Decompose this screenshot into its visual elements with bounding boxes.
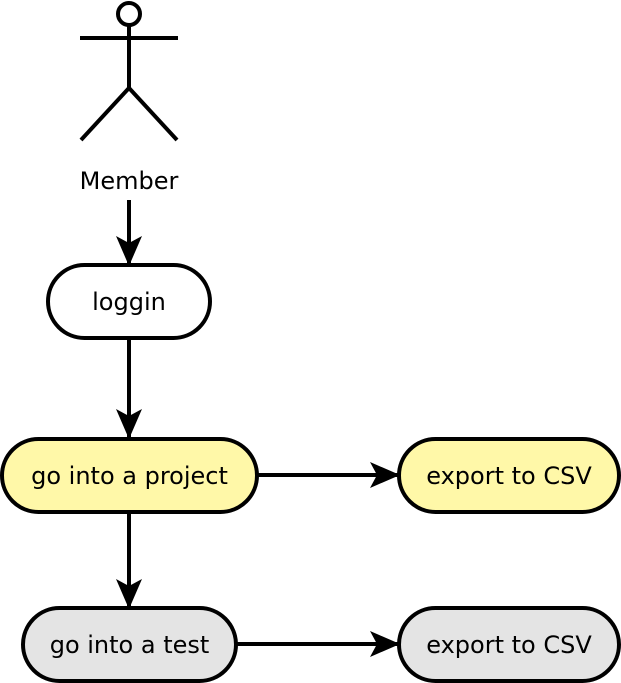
member-actor: Member xyxy=(79,1,179,195)
actor-label: Member xyxy=(80,167,179,195)
node-label: export to CSV xyxy=(426,631,592,659)
stick-figure-icon xyxy=(79,1,179,142)
node-go-into-test: go into a test xyxy=(21,606,238,683)
node-loggin: loggin xyxy=(46,263,212,340)
node-test-export-csv: export to CSV xyxy=(397,606,621,683)
node-label: go into a test xyxy=(50,631,210,659)
node-label: export to CSV xyxy=(426,462,592,490)
node-go-into-project: go into a project xyxy=(0,437,259,514)
node-project-export-csv: export to CSV xyxy=(397,437,621,514)
node-label: loggin xyxy=(92,288,166,316)
node-label: go into a project xyxy=(31,462,228,490)
connectors xyxy=(116,200,400,657)
